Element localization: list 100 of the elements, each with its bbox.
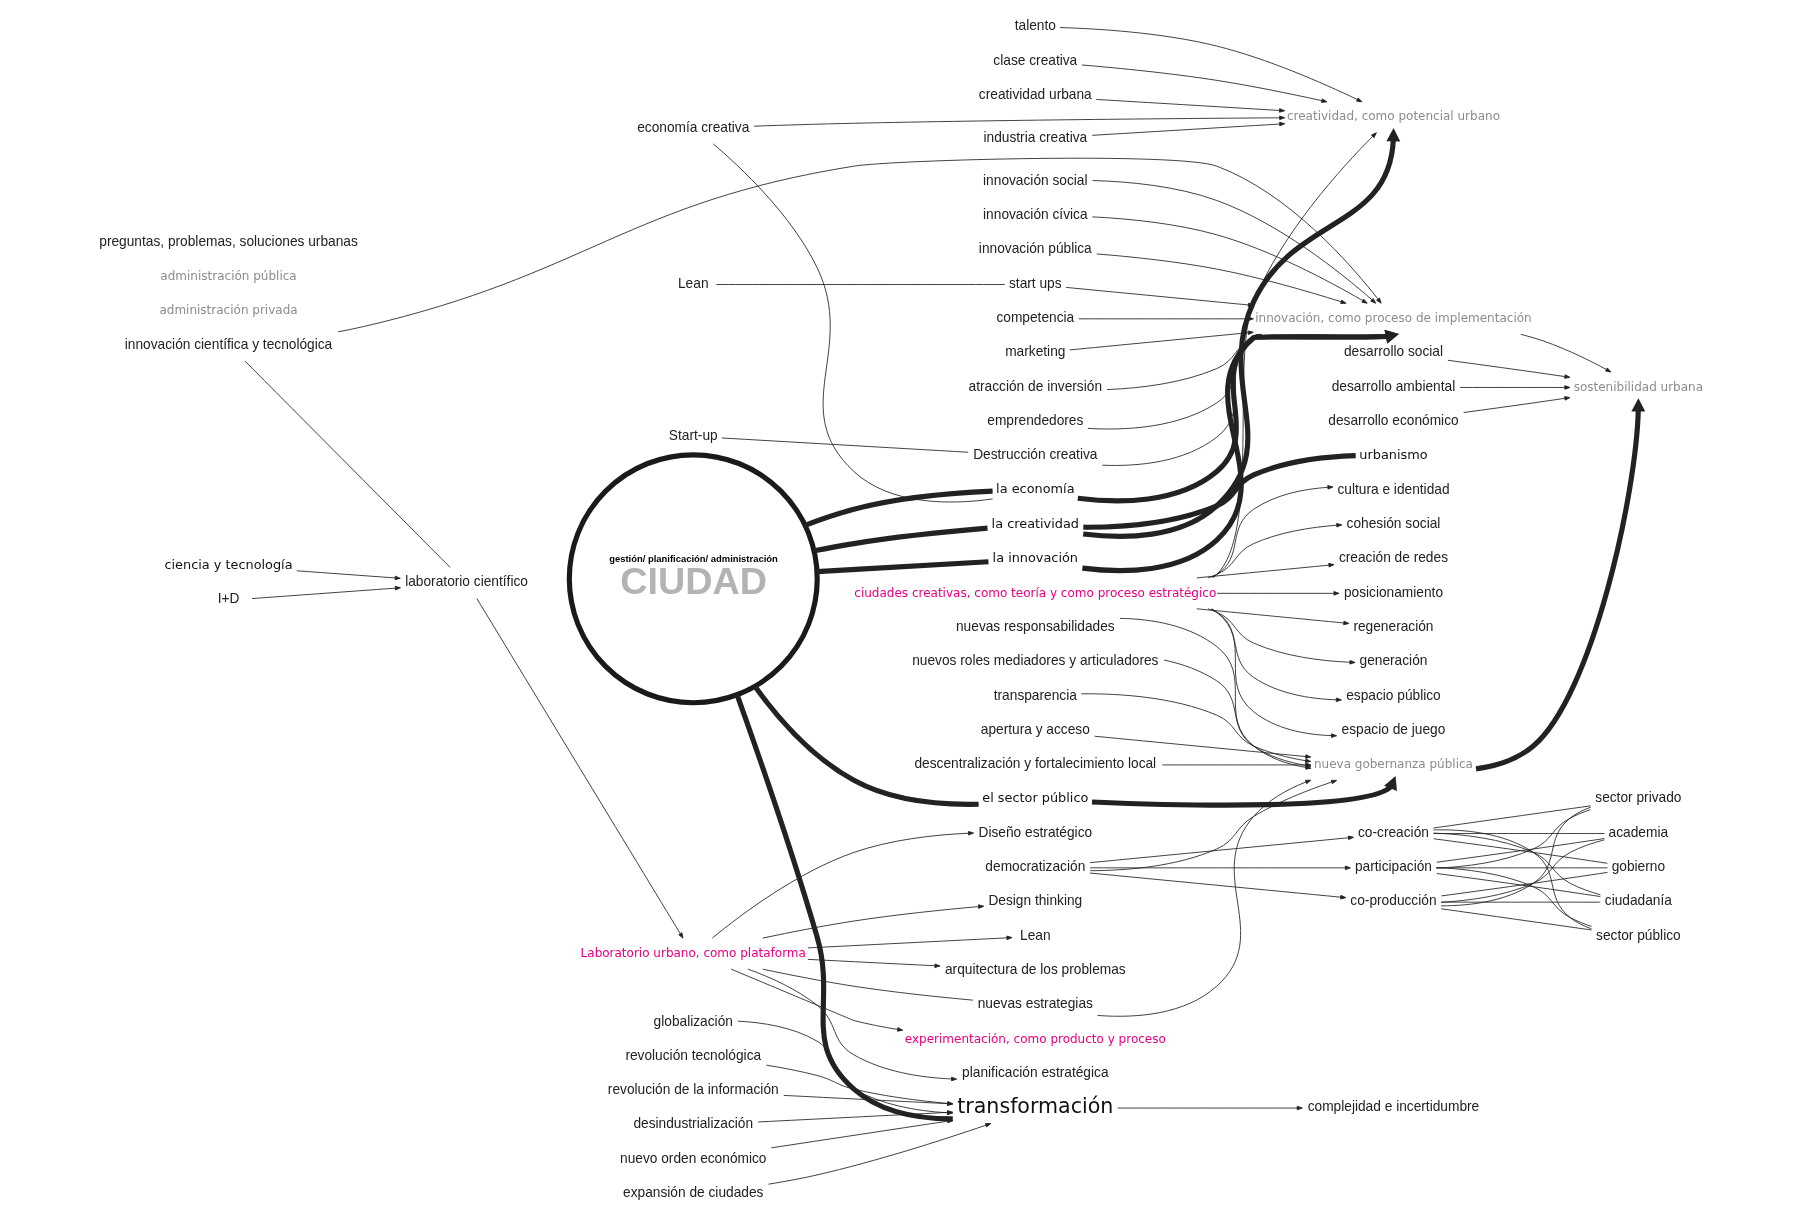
- arrow: [767, 1123, 991, 1185]
- node-text: transparencia: [993, 687, 1077, 703]
- arrow: [711, 831, 974, 939]
- node-text: Lean: [677, 275, 709, 291]
- arrow: [1462, 396, 1570, 413]
- node-text: ciudadanía: [1604, 893, 1672, 909]
- node-text: Diseño estratégico: [978, 824, 1092, 840]
- node-text: ciudades creativas, como teoría y como proceso estratégico: [853, 585, 1216, 600]
- node-text: sector privado: [1594, 790, 1681, 806]
- connector: [734, 693, 953, 1122]
- node-text: administración privada: [158, 303, 298, 318]
- node-text: complejidad e incertidumbre: [1307, 1099, 1479, 1115]
- node-text: espacio público: [1345, 687, 1441, 703]
- node-text: Start-up: [668, 427, 718, 443]
- node-text: desarrollo social: [1343, 344, 1443, 360]
- arrow: [295, 570, 401, 581]
- arrow: [1211, 608, 1337, 738]
- arrow: [807, 935, 1012, 949]
- arrow: [1475, 398, 1645, 772]
- node-text: nueva gobernanza pública: [1313, 757, 1473, 772]
- node-text: marketing: [1004, 344, 1065, 360]
- node-text: nuevo orden económico: [619, 1150, 766, 1166]
- arrow: [251, 585, 401, 599]
- arrow: [1091, 121, 1285, 136]
- node-text: I+D: [217, 591, 239, 607]
- arrow: [1459, 385, 1570, 390]
- node-text: innovación científica y tecnológica: [124, 336, 332, 352]
- connector: [712, 143, 993, 503]
- node-text: emprendedores: [986, 413, 1083, 429]
- arrow: [761, 904, 984, 939]
- arrow: [1089, 835, 1354, 864]
- arrow: [1207, 523, 1342, 579]
- node-text: nuevas estrategias: [977, 996, 1093, 1012]
- node-text: revolución de la información: [607, 1082, 779, 1098]
- node-text: expansión de ciudades: [622, 1185, 763, 1201]
- node-text: Destrucción creativa: [972, 447, 1097, 463]
- arrow: [747, 968, 957, 1082]
- arrow: [1093, 735, 1311, 759]
- node-text: co-creación: [1357, 824, 1429, 840]
- node-text: clase creativa: [992, 52, 1077, 68]
- node-text: gobierno: [1611, 859, 1665, 875]
- node-text: creatividad, como potencial urbano: [1286, 109, 1500, 124]
- node-text: apertura y acceso: [980, 721, 1090, 737]
- node-text: democratización: [984, 859, 1085, 875]
- arrow: [730, 968, 903, 1032]
- connector: [1432, 832, 1601, 896]
- arrow: [807, 958, 940, 968]
- node-text: participación: [1354, 859, 1432, 875]
- node-text: innovación social: [982, 172, 1088, 188]
- arrow: [1068, 330, 1254, 351]
- arrow: [337, 157, 1382, 333]
- arrow: [1089, 779, 1337, 872]
- arrow: [770, 1118, 953, 1149]
- node-text: innovación, como proceso de implementación: [1254, 311, 1532, 326]
- node-text: cohesión social: [1346, 515, 1440, 531]
- node-circle: gestión/ planificación/ administración CIUDAD: [566, 452, 820, 706]
- node-text: la economía: [995, 481, 1075, 497]
- node-text: arquitectura de los problemas: [944, 962, 1126, 978]
- arrow: [1096, 779, 1311, 1017]
- connector: [1440, 806, 1591, 907]
- connector: [720, 437, 969, 453]
- connector: [803, 488, 993, 528]
- connector: [813, 525, 988, 554]
- node-text: la innovación: [992, 550, 1078, 566]
- node-text: economía creativa: [636, 119, 749, 135]
- arrow: [1195, 562, 1334, 579]
- arrow: [1091, 180, 1376, 304]
- connector: [244, 360, 451, 568]
- node-text: academia: [1608, 824, 1668, 840]
- node-text: laboratorio científico: [404, 574, 528, 590]
- arrow: [1080, 693, 1311, 763]
- connector: [1082, 453, 1356, 530]
- node-text: generación: [1359, 653, 1427, 669]
- arrow: [1195, 608, 1349, 626]
- node-text: innovación cívica: [982, 207, 1088, 223]
- arrow: [753, 115, 1285, 127]
- node-text: cultura e identidad: [1336, 481, 1450, 497]
- node-text: industria creativa: [982, 129, 1087, 145]
- node-text: el sector público: [981, 790, 1088, 806]
- node-text: descentralización y fortalecimiento local: [913, 756, 1156, 772]
- arrow: [1212, 132, 1377, 579]
- node-text: experimentación, como producto y proceso: [904, 1031, 1166, 1046]
- node-text: creatividad urbana: [978, 87, 1092, 103]
- arrow: [736, 1020, 953, 1116]
- node-text: espacio de juego: [1341, 721, 1445, 737]
- node-text: nuevos roles mediadores y articuladores: [911, 653, 1158, 669]
- arrow: [1519, 333, 1611, 373]
- node-text: sostenibilidad urbana: [1573, 379, 1703, 394]
- connector: [1432, 805, 1591, 829]
- node-text: start ups: [1008, 275, 1062, 291]
- arrow: [1059, 27, 1362, 103]
- node-text: desarrollo ambiental: [1331, 378, 1455, 394]
- node-text: administración pública: [159, 268, 297, 283]
- node-text: Laboratorio urbano, como plataforma: [580, 945, 806, 960]
- node-text: revolución tecnológica: [624, 1047, 761, 1063]
- node-text: desindustrialización: [632, 1116, 753, 1132]
- connector: [1435, 809, 1591, 869]
- node-text: sector público: [1595, 927, 1681, 943]
- arrow: [475, 598, 683, 939]
- node-text: desarrollo económico: [1327, 413, 1459, 429]
